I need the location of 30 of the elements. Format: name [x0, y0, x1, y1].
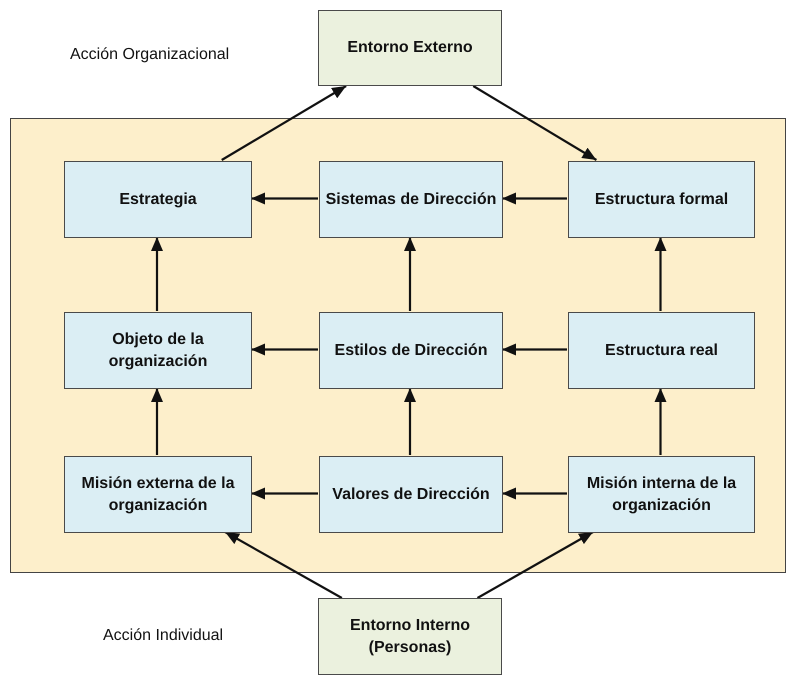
arrow: [251, 192, 318, 204]
arrow: [221, 85, 347, 161]
process-box: Misión externa de la organización: [64, 456, 252, 533]
arrow: [502, 192, 567, 204]
arrow: [251, 344, 318, 356]
arrow: [654, 388, 666, 455]
arrow: [404, 237, 416, 311]
arrow: [151, 388, 163, 455]
process-box: Misión interna de la organización: [568, 456, 755, 533]
arrow: [151, 237, 163, 311]
process-box: Entorno Externo: [318, 10, 502, 86]
arrow: [224, 531, 342, 599]
process-box: Sistemas de Dirección: [319, 161, 503, 238]
process-box: Estructura real: [568, 312, 755, 389]
arrow: [251, 488, 318, 500]
process-box: Entorno Interno (Personas): [318, 598, 502, 675]
process-box: Valores de Dirección: [319, 456, 503, 533]
process-box: Estilos de Dirección: [319, 312, 503, 389]
annotation-text: Acción Individual: [103, 627, 224, 645]
annotation-text: Acción Organizacional: [70, 46, 230, 64]
arrow: [502, 488, 567, 500]
arrow: [404, 388, 416, 455]
arrow: [654, 237, 666, 311]
arrow: [502, 344, 567, 356]
background-panel: [10, 118, 786, 573]
arrow: [472, 85, 597, 161]
process-box: Objeto de la organización: [64, 312, 252, 389]
arrow: [476, 531, 594, 599]
process-box: Estrategia: [64, 161, 252, 238]
process-box: Estructura formal: [568, 161, 755, 238]
